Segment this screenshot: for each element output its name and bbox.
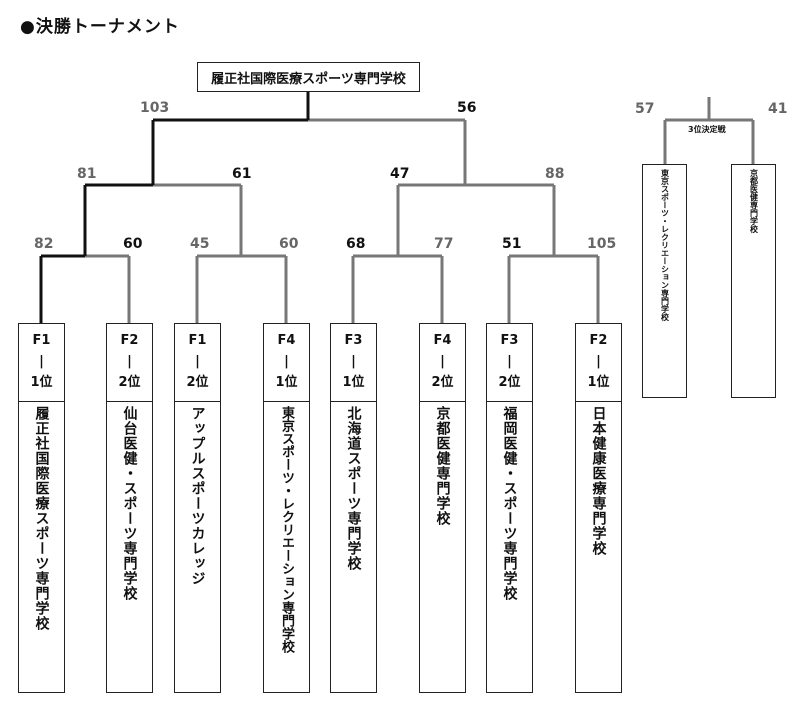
semi-a-score-left: 81 bbox=[77, 166, 97, 182]
third-team-name: 京都医健専門学校 bbox=[749, 169, 759, 233]
quarter-3-score-right: 77 bbox=[434, 236, 454, 252]
seed-label: F2|1位 bbox=[576, 324, 621, 402]
third-team-name: 東京スポーツ・レクリエーション専門学校 bbox=[660, 169, 670, 321]
third-score-left: 57 bbox=[635, 101, 655, 117]
team-box-3: F1|2位 アップルスポーツカレッジ bbox=[174, 323, 221, 693]
third-team-box-1: 東京スポーツ・レクリエーション専門学校 bbox=[642, 164, 687, 398]
team-name: 履正社国際医療スポーツ専門学校 bbox=[33, 406, 50, 631]
team-box-4: F4|1位 東京スポーツ・レクリエーション専門学校 bbox=[263, 323, 310, 693]
team-name: 福岡医健・スポーツ専門学校 bbox=[501, 406, 518, 601]
quarter-1-score-right: 60 bbox=[123, 236, 143, 252]
team-box-7: F3|2位 福岡医健・スポーツ専門学校 bbox=[486, 323, 533, 693]
team-name: 仙台医健・スポーツ専門学校 bbox=[121, 406, 138, 601]
seed-label: F4|1位 bbox=[264, 324, 309, 402]
seed-label: F3|1位 bbox=[331, 324, 376, 402]
quarter-3-connector bbox=[351, 254, 444, 323]
team-name: アップルスポーツカレッジ bbox=[189, 406, 206, 586]
team-name: 京都医健専門学校 bbox=[434, 406, 451, 526]
third-score-right: 41 bbox=[768, 101, 788, 117]
champion-box: 履正社国際医療スポーツ専門学校 bbox=[197, 62, 420, 92]
semi-a-connector bbox=[83, 183, 243, 256]
quarter-4-score-right: 105 bbox=[587, 236, 617, 252]
page-title: ●決勝トーナメント bbox=[20, 17, 180, 37]
quarter-4-score-left: 51 bbox=[502, 236, 522, 252]
semi-b-score-left: 47 bbox=[390, 166, 410, 182]
seed-label: F1|2位 bbox=[175, 324, 220, 402]
quarter-2-score-right: 60 bbox=[279, 236, 299, 252]
final-score-right: 56 bbox=[457, 100, 477, 116]
seed-label: F4|2位 bbox=[420, 324, 465, 402]
seed-label: F2|2位 bbox=[107, 324, 152, 402]
team-name: 北海道スポーツ専門学校 bbox=[345, 406, 362, 571]
final-score-left: 103 bbox=[140, 100, 170, 116]
team-name: 東京スポーツ・レクリエーション専門学校 bbox=[279, 406, 294, 653]
quarter-1-connector bbox=[39, 254, 131, 323]
semi-a-score-right: 61 bbox=[232, 166, 252, 182]
quarter-3-score-left: 68 bbox=[346, 236, 366, 252]
third-place-label: 3位決定戦 bbox=[688, 124, 726, 135]
team-name: 日本健康医療専門学校 bbox=[590, 406, 607, 556]
quarter-2-score-left: 45 bbox=[190, 236, 210, 252]
third-team-box-2: 京都医健専門学校 bbox=[731, 164, 776, 398]
quarter-1-score-left: 82 bbox=[34, 236, 54, 252]
quarter-4-connector bbox=[507, 254, 600, 323]
seed-label: F3|2位 bbox=[487, 324, 532, 402]
third-connector bbox=[663, 97, 755, 164]
seed-label: F1|1位 bbox=[19, 324, 64, 402]
quarter-2-connector bbox=[195, 254, 288, 323]
team-box-6: F4|2位 京都医健専門学校 bbox=[419, 323, 466, 693]
team-box-1: F1|1位 履正社国際医療スポーツ専門学校 bbox=[18, 323, 65, 693]
team-box-5: F3|1位 北海道スポーツ専門学校 bbox=[330, 323, 377, 693]
champion-name: 履正社国際医療スポーツ専門学校 bbox=[211, 71, 406, 87]
team-box-8: F2|1位 日本健康医療専門学校 bbox=[575, 323, 622, 693]
semi-b-score-right: 88 bbox=[545, 166, 565, 182]
team-box-2: F2|2位 仙台医健・スポーツ専門学校 bbox=[106, 323, 153, 693]
semi-b-connector bbox=[396, 183, 556, 256]
